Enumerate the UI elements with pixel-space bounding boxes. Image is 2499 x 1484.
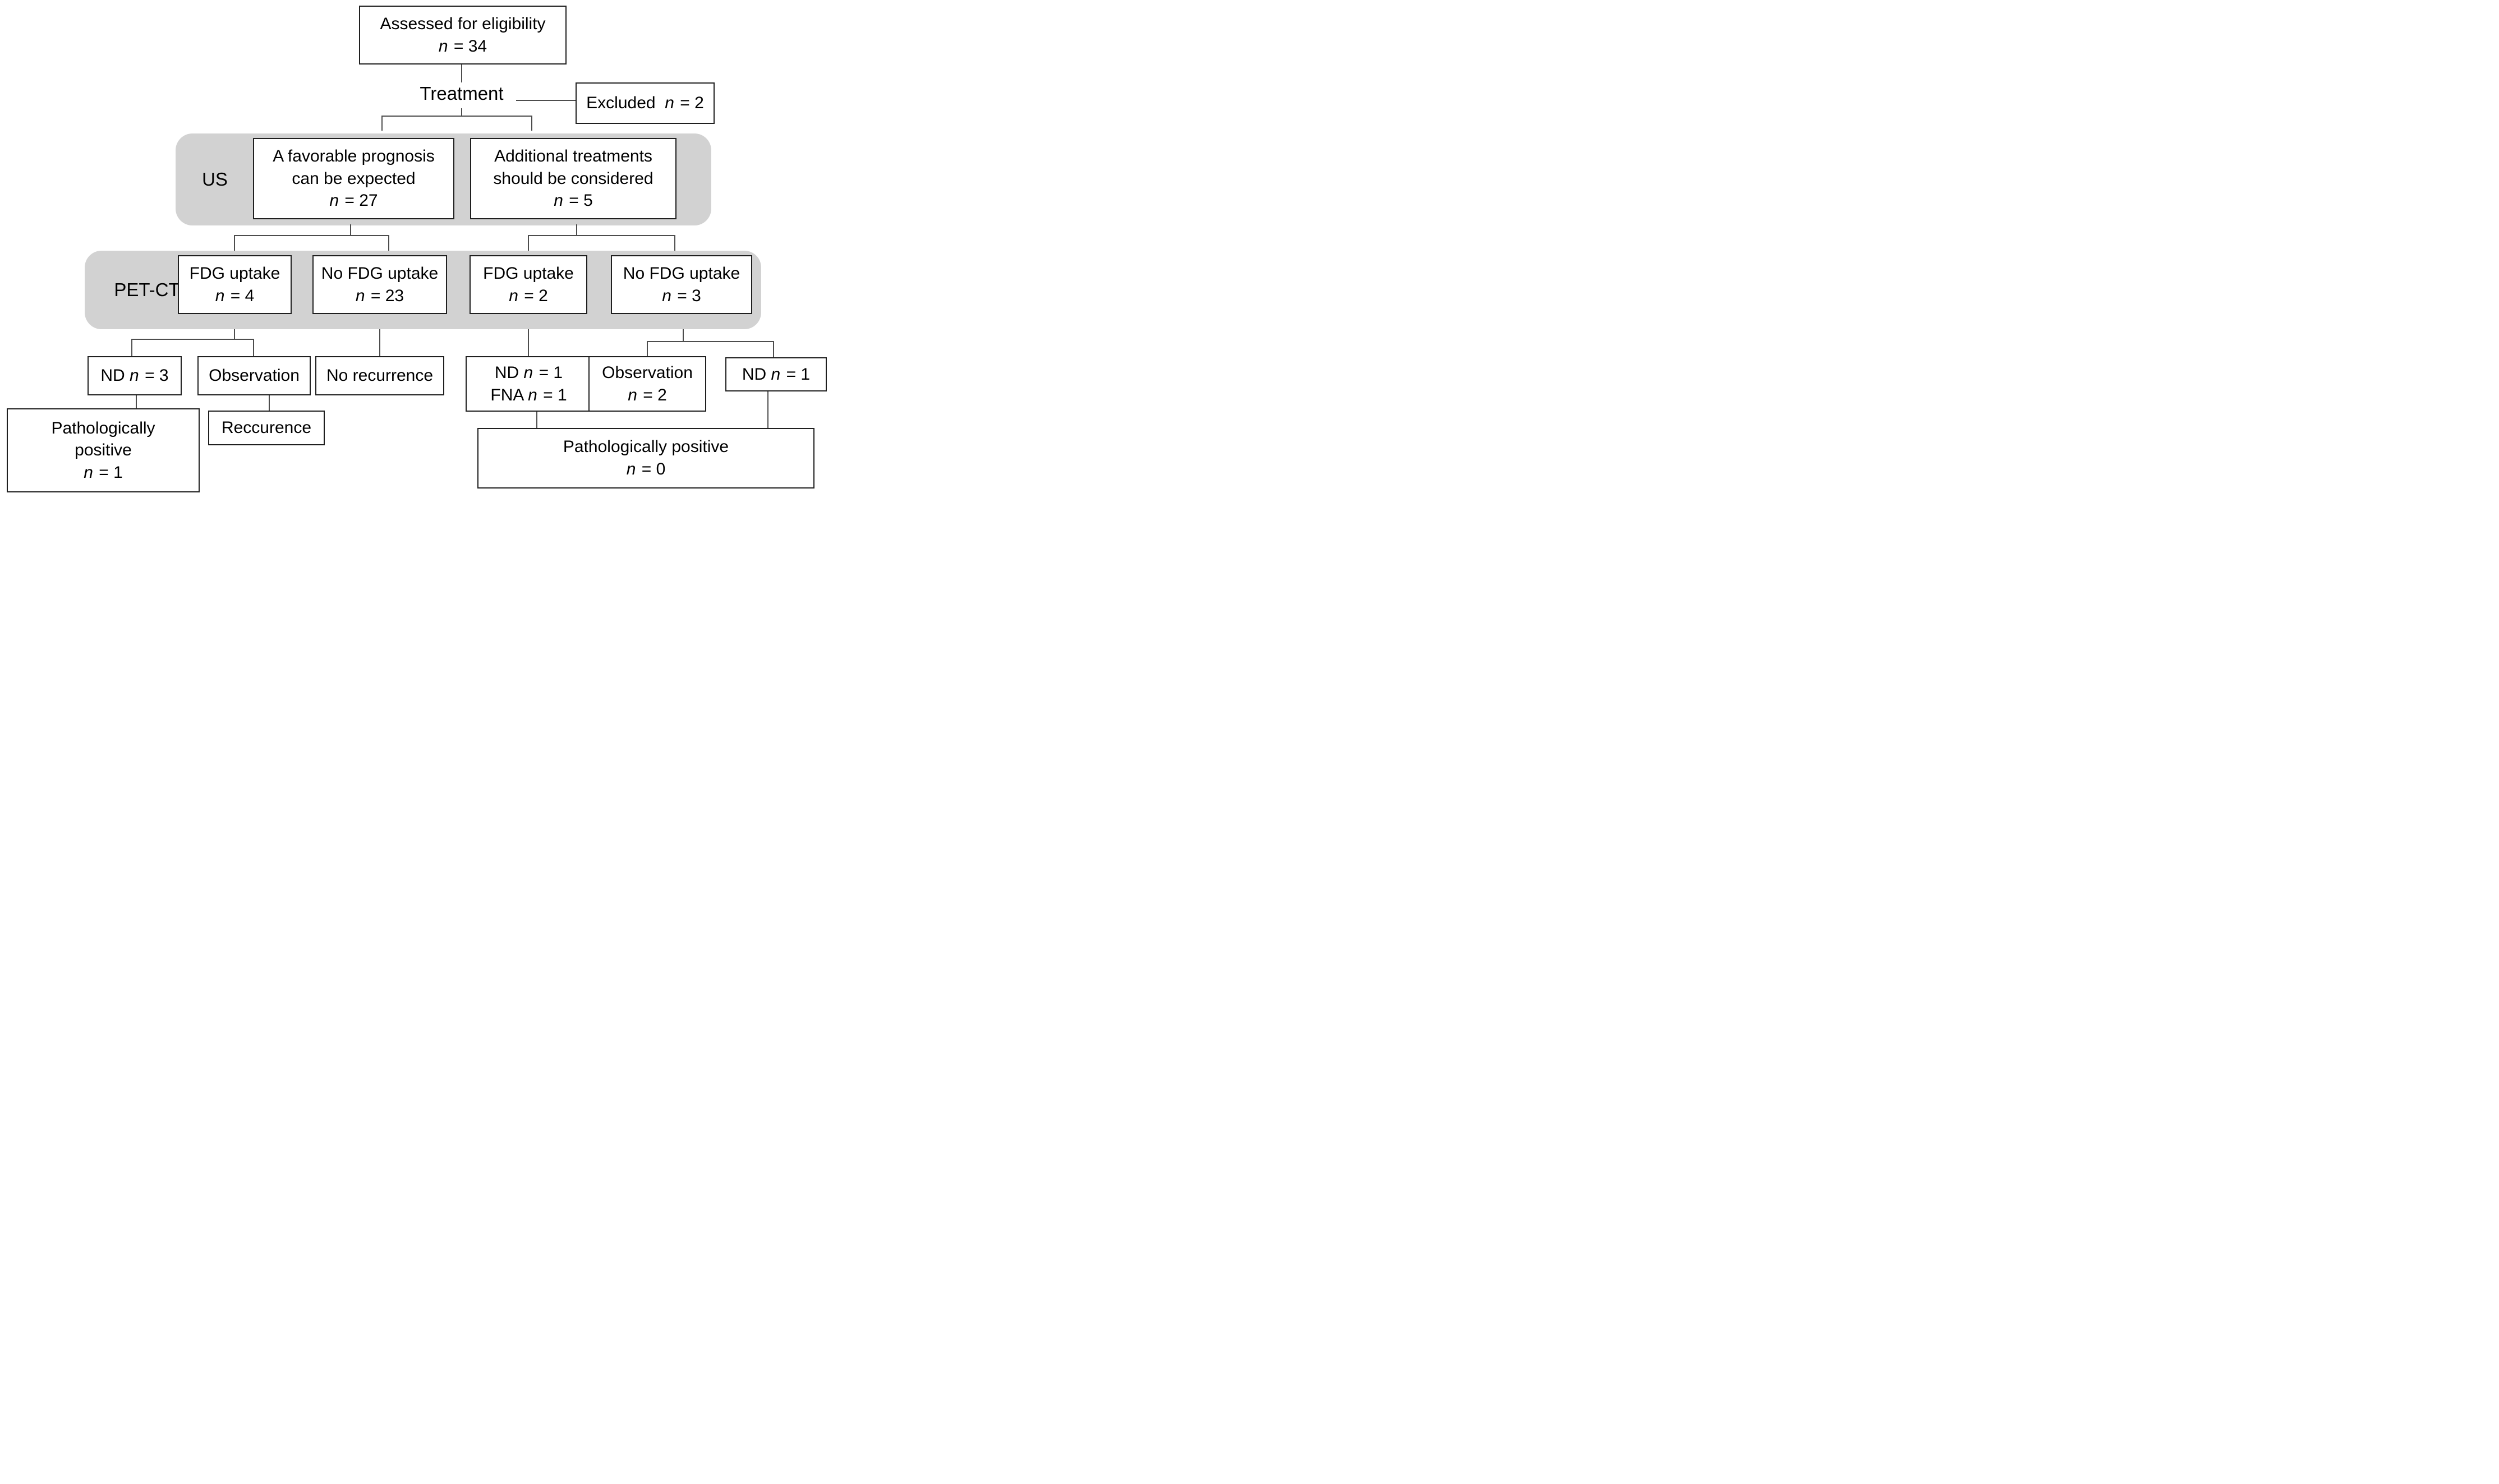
box-text-line: Observation <box>602 363 693 382</box>
nd-1-box: ND n = 1 <box>725 357 827 391</box>
nd-fna-box: ND n = 1 FNA n = 1 <box>466 356 592 412</box>
box-text-line: n = 0 <box>626 460 666 478</box>
box-text-line: ND n = 3 <box>100 366 169 385</box>
flow-diagram: US PET-CT Treatment Assessed for eligibi… <box>0 0 833 495</box>
observation-box: Observation <box>197 356 311 395</box>
reccurence-box: Reccurence <box>208 411 325 445</box>
treatment-label: Treatment <box>420 83 504 104</box>
connector-additional-split <box>528 235 675 251</box>
box-text-line: n = 23 <box>355 286 404 305</box>
box-text-line: n = 2 <box>509 286 548 305</box>
petct-band-label: PET-CT <box>114 279 180 301</box>
box-text-line: No recurrence <box>326 366 434 385</box>
box-text-line: Pathologically positive <box>563 437 729 457</box>
connector-treatment-split <box>381 116 532 131</box>
observation-2-box: Observation n = 2 <box>588 356 706 412</box>
fdg-uptake-2-box: FDG uptake n = 2 <box>470 255 587 314</box>
pathologically-positive-0-box: Pathologically positive n = 0 <box>477 428 814 488</box>
box-text-line: n = 2 <box>628 385 667 404</box>
excluded-box: Excluded n = 2 <box>576 82 715 124</box>
box-text-line: n = 1 <box>84 463 123 482</box>
favorable-prognosis-box: A favorable prognosis can be expected n = … <box>253 138 454 219</box>
additional-treatments-box: Additional treatments should be considere… <box>470 138 676 219</box>
box-text-line: n = 34 <box>438 36 487 56</box>
box-text-line: can be expected <box>292 169 416 188</box>
nd-3-box: ND n = 3 <box>88 356 182 395</box>
box-text-line: ND n = 1 <box>494 363 563 382</box>
box-text-line: n = 27 <box>329 191 378 210</box>
box-text-line: Reccurence <box>221 418 312 437</box>
box-text-line: Pathologically <box>51 418 155 437</box>
box-text-line: Observation <box>209 366 300 385</box>
box-text-line: Excluded n = 2 <box>586 94 704 113</box>
connector-nofdg3-split <box>647 341 774 357</box>
connector-fdg4-split <box>131 339 254 356</box>
box-text-line: positive <box>75 441 132 460</box>
box-text-line: FDG uptake <box>483 264 574 283</box>
box-text-line: A favorable prognosis <box>273 147 435 166</box>
connector-favorable-split <box>234 235 389 251</box>
assessed-box: Assessed for eligibility n = 34 <box>359 6 567 64</box>
box-text-line: n = 5 <box>554 191 593 210</box>
box-text-line: ND n = 1 <box>742 365 811 384</box>
box-text-line: n = 3 <box>662 286 701 305</box>
box-text-line: No FDG uptake <box>321 264 439 283</box>
pathologically-positive-1-box: Pathologically positive n = 1 <box>7 408 200 492</box>
box-text-line: No FDG uptake <box>623 264 740 283</box>
box-text-line: should be considered <box>493 169 653 188</box>
no-fdg-uptake-23-box: No FDG uptake n = 23 <box>312 255 447 314</box>
box-text-line: FNA n = 1 <box>490 385 567 404</box>
no-recurrence-box: No recurrence <box>315 356 444 395</box>
box-text-line: FDG uptake <box>189 264 280 283</box>
box-text-line: n = 4 <box>215 286 255 305</box>
box-text-line: Assessed for eligibility <box>380 14 546 33</box>
us-band-label: US <box>202 169 228 190</box>
no-fdg-uptake-3-box: No FDG uptake n = 3 <box>611 255 752 314</box>
fdg-uptake-4-box: FDG uptake n = 4 <box>178 255 292 314</box>
box-text-line: Additional treatments <box>494 147 652 166</box>
